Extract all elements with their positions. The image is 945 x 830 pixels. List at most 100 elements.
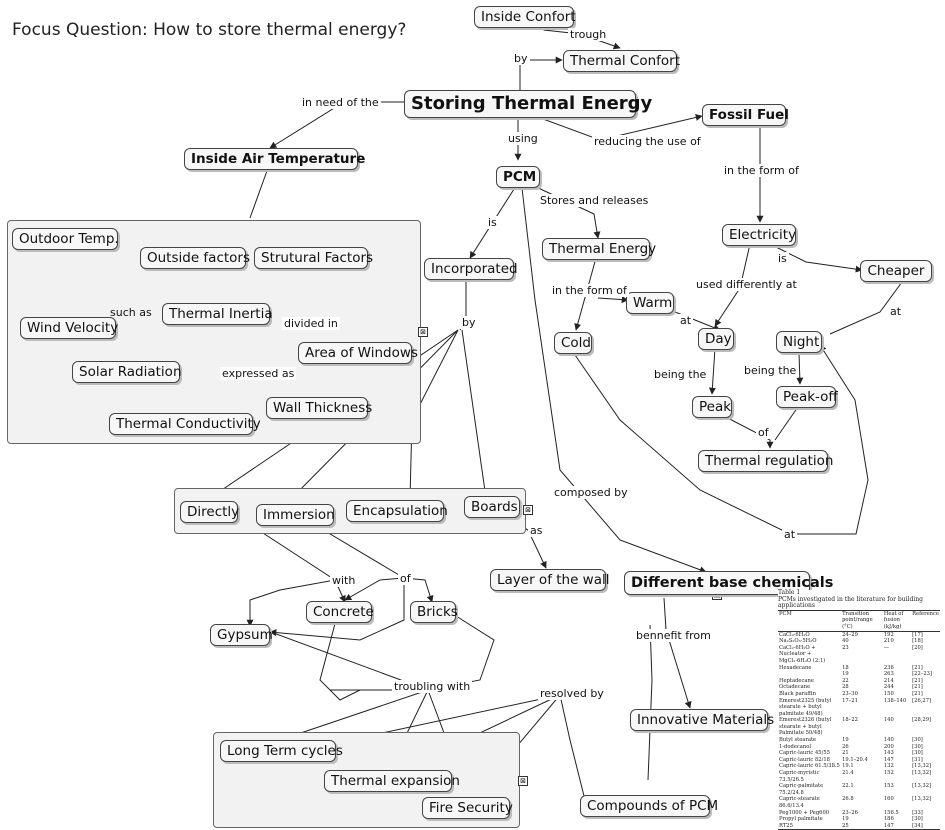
node-day[interactable]: Day bbox=[698, 328, 734, 350]
table-cell: Na₂S₂O₃·5H₂O bbox=[779, 638, 817, 645]
table-row: CaCl₂·6H₂O + Nucleator + MgCl₂·6H₂O (2:1… bbox=[778, 645, 940, 665]
node-immersion[interactable]: Immersion bbox=[256, 504, 335, 526]
node-thermal-regulation[interactable]: Thermal regulation bbox=[698, 450, 833, 472]
node-directly[interactable]: Directly bbox=[180, 501, 239, 523]
node-area-of-windows[interactable]: Area of Windows bbox=[298, 342, 418, 364]
link-label: resolved by bbox=[538, 687, 606, 700]
link-label: of bbox=[398, 572, 413, 585]
node-storing-thermal-energy[interactable]: Storing Thermal Energy bbox=[404, 90, 652, 118]
table-cell: 28 bbox=[842, 684, 849, 691]
node-encapsulation[interactable]: Encapsulation bbox=[346, 500, 448, 522]
expand-icon[interactable]: ⊠ bbox=[518, 776, 528, 786]
node-incorporated[interactable]: Incorporated bbox=[424, 258, 518, 280]
node-inside-air-temperature[interactable]: Inside Air Temperature bbox=[184, 148, 365, 170]
link-label: being the bbox=[652, 368, 709, 381]
node-bricks[interactable]: Bricks bbox=[410, 601, 458, 623]
table-cell: 147 bbox=[883, 822, 894, 829]
node-warm[interactable]: Warm bbox=[626, 292, 674, 314]
pcm-reference-table: Table 1 PCMs investigated in the literat… bbox=[778, 589, 940, 830]
node-thermal-energy[interactable]: Thermal Energy bbox=[542, 238, 656, 260]
expand-icon[interactable]: ⊠ bbox=[523, 505, 533, 515]
table-cell: [21] bbox=[912, 677, 923, 684]
table-row: Emerest2326 (butyl stearate + butyl Palm… bbox=[778, 717, 940, 737]
table-cell: 19.1 bbox=[842, 763, 854, 770]
table-cell: Capric-lauric 82/18 bbox=[779, 756, 830, 763]
table-cell: 40 bbox=[842, 638, 849, 645]
table-cell: [30] bbox=[912, 750, 923, 757]
table-cell: [13,32] bbox=[912, 763, 932, 770]
table-cell: [21] bbox=[912, 690, 923, 697]
node-compounds-of-pcm[interactable]: Compounds of PCM bbox=[580, 795, 718, 817]
table-cell: 153 bbox=[883, 783, 894, 790]
table-cell: Capric-myristic 73.5/26.5 bbox=[779, 770, 820, 783]
node-solar-radiation[interactable]: Solar Radiation bbox=[72, 361, 182, 383]
table-cell: CaCl₂·6H₂O + Nucleator + MgCl₂·6H₂O (2:1… bbox=[779, 644, 826, 664]
table-cell: 160 bbox=[883, 796, 894, 803]
link-label: at bbox=[678, 314, 694, 327]
expand-icon[interactable]: ⊠ bbox=[418, 327, 428, 337]
table-cell: 152 bbox=[883, 770, 894, 777]
table-cell: [30] bbox=[912, 737, 923, 744]
node-cheaper[interactable]: Cheaper bbox=[860, 260, 932, 282]
node-layer-of-the-wall[interactable]: Layer of the wall bbox=[490, 569, 610, 591]
link-label: at bbox=[888, 305, 904, 318]
node-night[interactable]: Night bbox=[776, 331, 822, 353]
link-label: troubling with bbox=[392, 680, 473, 693]
node-wind-velocity[interactable]: Wind Velocity bbox=[20, 317, 118, 339]
node-concrete[interactable]: Concrete bbox=[306, 601, 374, 623]
node-cold[interactable]: Cold bbox=[554, 332, 592, 354]
table-cell: [18] bbox=[912, 638, 923, 645]
link-label: bennefit from bbox=[634, 629, 713, 642]
link-label: is bbox=[486, 216, 499, 229]
table-cell: [30] bbox=[912, 816, 923, 823]
node-thermal-expansion[interactable]: Thermal expansion bbox=[324, 770, 460, 792]
node-thermal-inertia[interactable]: Thermal Inertia bbox=[162, 303, 273, 325]
table-cell: 132 bbox=[883, 763, 894, 770]
link-label: expressed as bbox=[220, 367, 297, 380]
node-innovative-materials[interactable]: Innovative Materials bbox=[630, 709, 774, 731]
node-wall-thickness[interactable]: Wall Thickness bbox=[266, 397, 372, 419]
node-outside-factors[interactable]: Outside factors bbox=[140, 247, 250, 269]
node-electricity[interactable]: Electricity bbox=[722, 224, 796, 246]
node-inside-confort[interactable]: Inside Confort bbox=[474, 6, 576, 28]
table-cell: 244 bbox=[883, 684, 894, 691]
focus-question: Focus Question: How to store thermal ene… bbox=[12, 20, 407, 40]
link-label: being the bbox=[742, 364, 799, 377]
table-cell: 19 bbox=[842, 737, 849, 744]
link-label: in the form of bbox=[550, 284, 629, 297]
link-label: as bbox=[528, 524, 545, 537]
node-strutural-factors[interactable]: Strutural Factors bbox=[254, 247, 373, 269]
table-cell: 23 bbox=[842, 644, 849, 651]
link-label: divided in bbox=[282, 317, 340, 330]
table-cell: 192 bbox=[883, 631, 894, 638]
table-cell: RT25 bbox=[779, 822, 793, 829]
table-cell: Butyl stearate bbox=[779, 737, 817, 744]
node-fossil-fuel[interactable]: Fossil Fuel bbox=[702, 104, 789, 126]
table-cell: [13,32] bbox=[912, 796, 932, 803]
node-pcm[interactable]: PCM bbox=[496, 166, 540, 188]
node-outdoor-temp[interactable]: Outdoor Temp. bbox=[12, 228, 119, 250]
node-boards[interactable]: Boards bbox=[464, 496, 520, 518]
node-thermal-confort[interactable]: Thermal Confort bbox=[563, 50, 680, 72]
table-cell: 19 bbox=[842, 816, 849, 823]
table-header: Transition point/range (°C) bbox=[842, 610, 873, 630]
node-fire-security[interactable]: Fire Security bbox=[422, 797, 513, 819]
table-cell: [17] bbox=[912, 631, 923, 638]
node-thermal-conductivity[interactable]: Thermal Conductivity bbox=[109, 413, 261, 435]
node-gypsum[interactable]: Gypsum bbox=[210, 624, 273, 646]
node-peak[interactable]: Peak bbox=[692, 396, 732, 418]
table-header: Heat of fusion (kJ/kg) bbox=[883, 610, 904, 630]
link-label: in the form of bbox=[722, 164, 801, 177]
table-cell: Peg1000 + Peg600 bbox=[779, 809, 830, 816]
link-label: in need of the bbox=[300, 96, 381, 109]
node-peak-off[interactable]: Peak-off bbox=[776, 386, 838, 408]
node-long-term-cycles[interactable]: Long Term cycles bbox=[220, 740, 343, 762]
